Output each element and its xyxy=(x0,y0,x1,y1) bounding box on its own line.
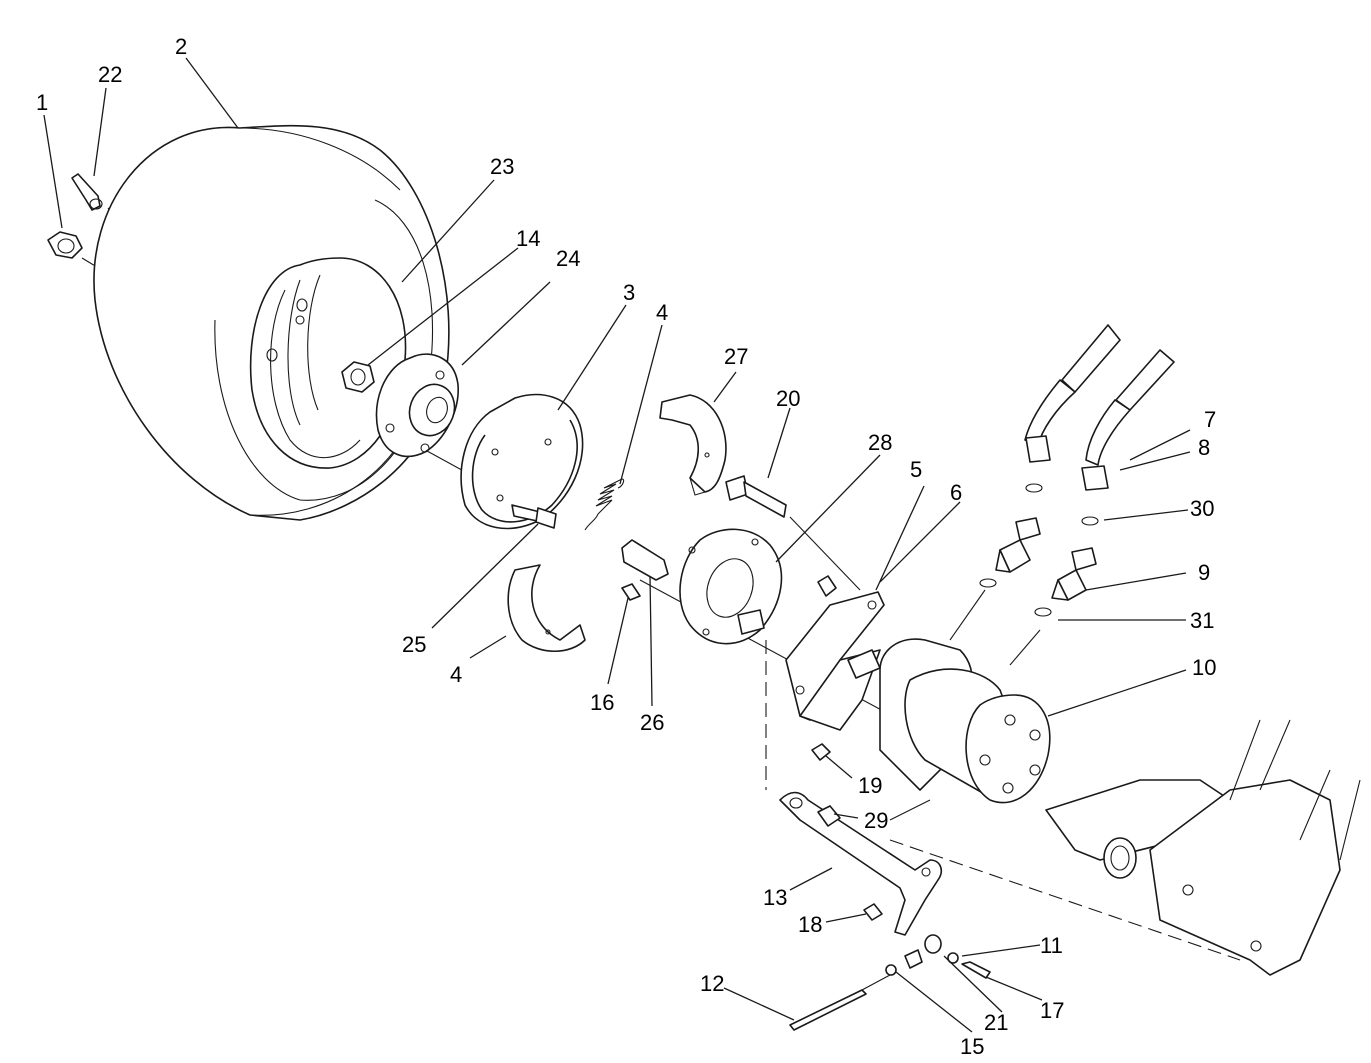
leader-lines xyxy=(43,57,1191,1033)
callout-29: 29 xyxy=(864,808,888,833)
callout-17: 17 xyxy=(1040,998,1064,1023)
o-rings xyxy=(979,483,1099,617)
callout-23: 23 xyxy=(490,154,514,179)
callout-27: 27 xyxy=(724,344,748,369)
callout-14: 14 xyxy=(516,226,540,251)
brake-lever xyxy=(779,791,942,936)
hydraulic-hose-right xyxy=(1081,349,1175,491)
brake-cable xyxy=(789,974,891,1031)
callout-24: 24 xyxy=(556,246,580,271)
elbow-fitting-right xyxy=(1051,547,1097,601)
backing-plate xyxy=(679,528,783,645)
callout-30: 30 xyxy=(1190,496,1214,521)
callout-31: 31 xyxy=(1190,608,1214,633)
callout-5: 5 xyxy=(910,457,922,482)
callout-26: 26 xyxy=(640,710,664,735)
callout-labels: 1 2 3 4 4 5 6 7 8 9 10 11 12 13 14 15 16… xyxy=(36,34,1216,1059)
small-screw xyxy=(621,583,641,601)
callout-20: 20 xyxy=(776,386,800,411)
wheel-hub xyxy=(375,353,459,458)
callout-19: 19 xyxy=(858,773,882,798)
motor-mount-bracket xyxy=(785,591,885,731)
return-spring xyxy=(584,478,625,531)
callout-13: 13 xyxy=(763,885,787,910)
callout-22: 22 xyxy=(98,62,122,87)
callout-4-upper: 4 xyxy=(656,300,668,325)
callout-11: 11 xyxy=(1040,933,1063,958)
callout-10: 10 xyxy=(1192,655,1216,680)
callout-28: 28 xyxy=(868,430,892,455)
lug-nut xyxy=(47,231,83,259)
callout-9: 9 xyxy=(1198,560,1210,585)
shaft-key xyxy=(817,575,837,597)
lever-nut xyxy=(863,903,883,921)
elbow-fitting-left xyxy=(995,517,1041,573)
callout-7: 7 xyxy=(1204,407,1216,432)
callout-1: 1 xyxy=(36,90,48,115)
callout-15: 15 xyxy=(960,1034,984,1059)
callout-3: 3 xyxy=(623,280,635,305)
callout-18: 18 xyxy=(798,912,822,937)
brake-shoe-lower xyxy=(507,564,586,652)
brake-bolt xyxy=(725,475,787,518)
valve-stem xyxy=(71,173,103,211)
hydraulic-hose-left xyxy=(1024,324,1121,463)
brake-drum xyxy=(460,393,584,530)
callout-8: 8 xyxy=(1198,435,1210,460)
hydraulic-motor xyxy=(879,638,1051,804)
callout-4-lower: 4 xyxy=(450,662,462,687)
brake-shoe-upper xyxy=(659,394,727,496)
callout-25: 25 xyxy=(402,632,426,657)
wheel-rim xyxy=(249,257,407,469)
callout-6: 6 xyxy=(950,480,962,505)
callout-12: 12 xyxy=(700,971,724,996)
callout-2: 2 xyxy=(175,34,187,59)
callout-21: 21 xyxy=(984,1010,1008,1035)
cable-end-hardware xyxy=(885,934,991,979)
hex-nut xyxy=(811,743,831,761)
callout-16: 16 xyxy=(590,690,614,715)
hub-nut xyxy=(341,361,375,393)
frame-arm xyxy=(1045,719,1361,976)
retaining-clip xyxy=(817,805,841,827)
wheel-bolt xyxy=(511,504,557,529)
brake-cam xyxy=(621,539,669,581)
